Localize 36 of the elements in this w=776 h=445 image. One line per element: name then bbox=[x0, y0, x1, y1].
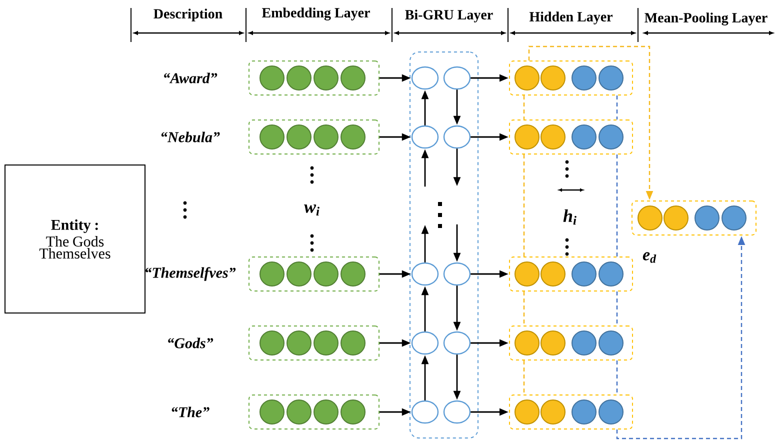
word-label: “Award” bbox=[164, 72, 218, 84]
hidden-vector bbox=[509, 326, 633, 360]
column-header: Description bbox=[154, 8, 222, 22]
hidden-vector bbox=[632, 200, 756, 236]
gru-cell bbox=[443, 66, 471, 90]
hidden-vector bbox=[509, 394, 633, 430]
hidden-vector bbox=[509, 60, 633, 96]
hidden-vector bbox=[509, 256, 633, 292]
gru-cell bbox=[411, 66, 439, 90]
word-label: “Themselfves” bbox=[146, 267, 236, 281]
word-label: “The” bbox=[172, 406, 210, 418]
embedding-vector bbox=[248, 60, 380, 96]
gru-cell bbox=[411, 125, 439, 149]
gru-cell bbox=[411, 331, 439, 355]
word-label: “Nebula” bbox=[161, 132, 220, 142]
gru-cell bbox=[411, 262, 439, 286]
gru-cell bbox=[411, 400, 439, 424]
gru-cell bbox=[443, 400, 471, 424]
hidden-vector bbox=[509, 120, 633, 154]
gru-cell bbox=[443, 331, 471, 355]
gru-cell bbox=[443, 125, 471, 149]
column-header: Hidden Layer bbox=[529, 12, 613, 24]
column-header: Bi-GRU Layer bbox=[405, 10, 493, 22]
variable-label: h$_{i}$ bbox=[563, 209, 576, 225]
word-label: “Gods” bbox=[168, 338, 214, 348]
column-header: Mean-Pooling Layer bbox=[644, 12, 768, 26]
embedding-vector bbox=[248, 326, 380, 360]
variable-label: w$_{i}$ bbox=[304, 204, 320, 216]
embedding-vector bbox=[248, 120, 380, 154]
gru-layer-box bbox=[410, 52, 478, 438]
column-header: Embedding Layer bbox=[262, 8, 370, 20]
embedding-vector bbox=[248, 256, 380, 292]
vector-label: e$_{d}$ bbox=[642, 252, 656, 263]
gru-cell bbox=[443, 262, 471, 286]
embedding-vector bbox=[248, 394, 380, 430]
entity-box: Entity : The Gods Themselves bbox=[4, 164, 146, 314]
